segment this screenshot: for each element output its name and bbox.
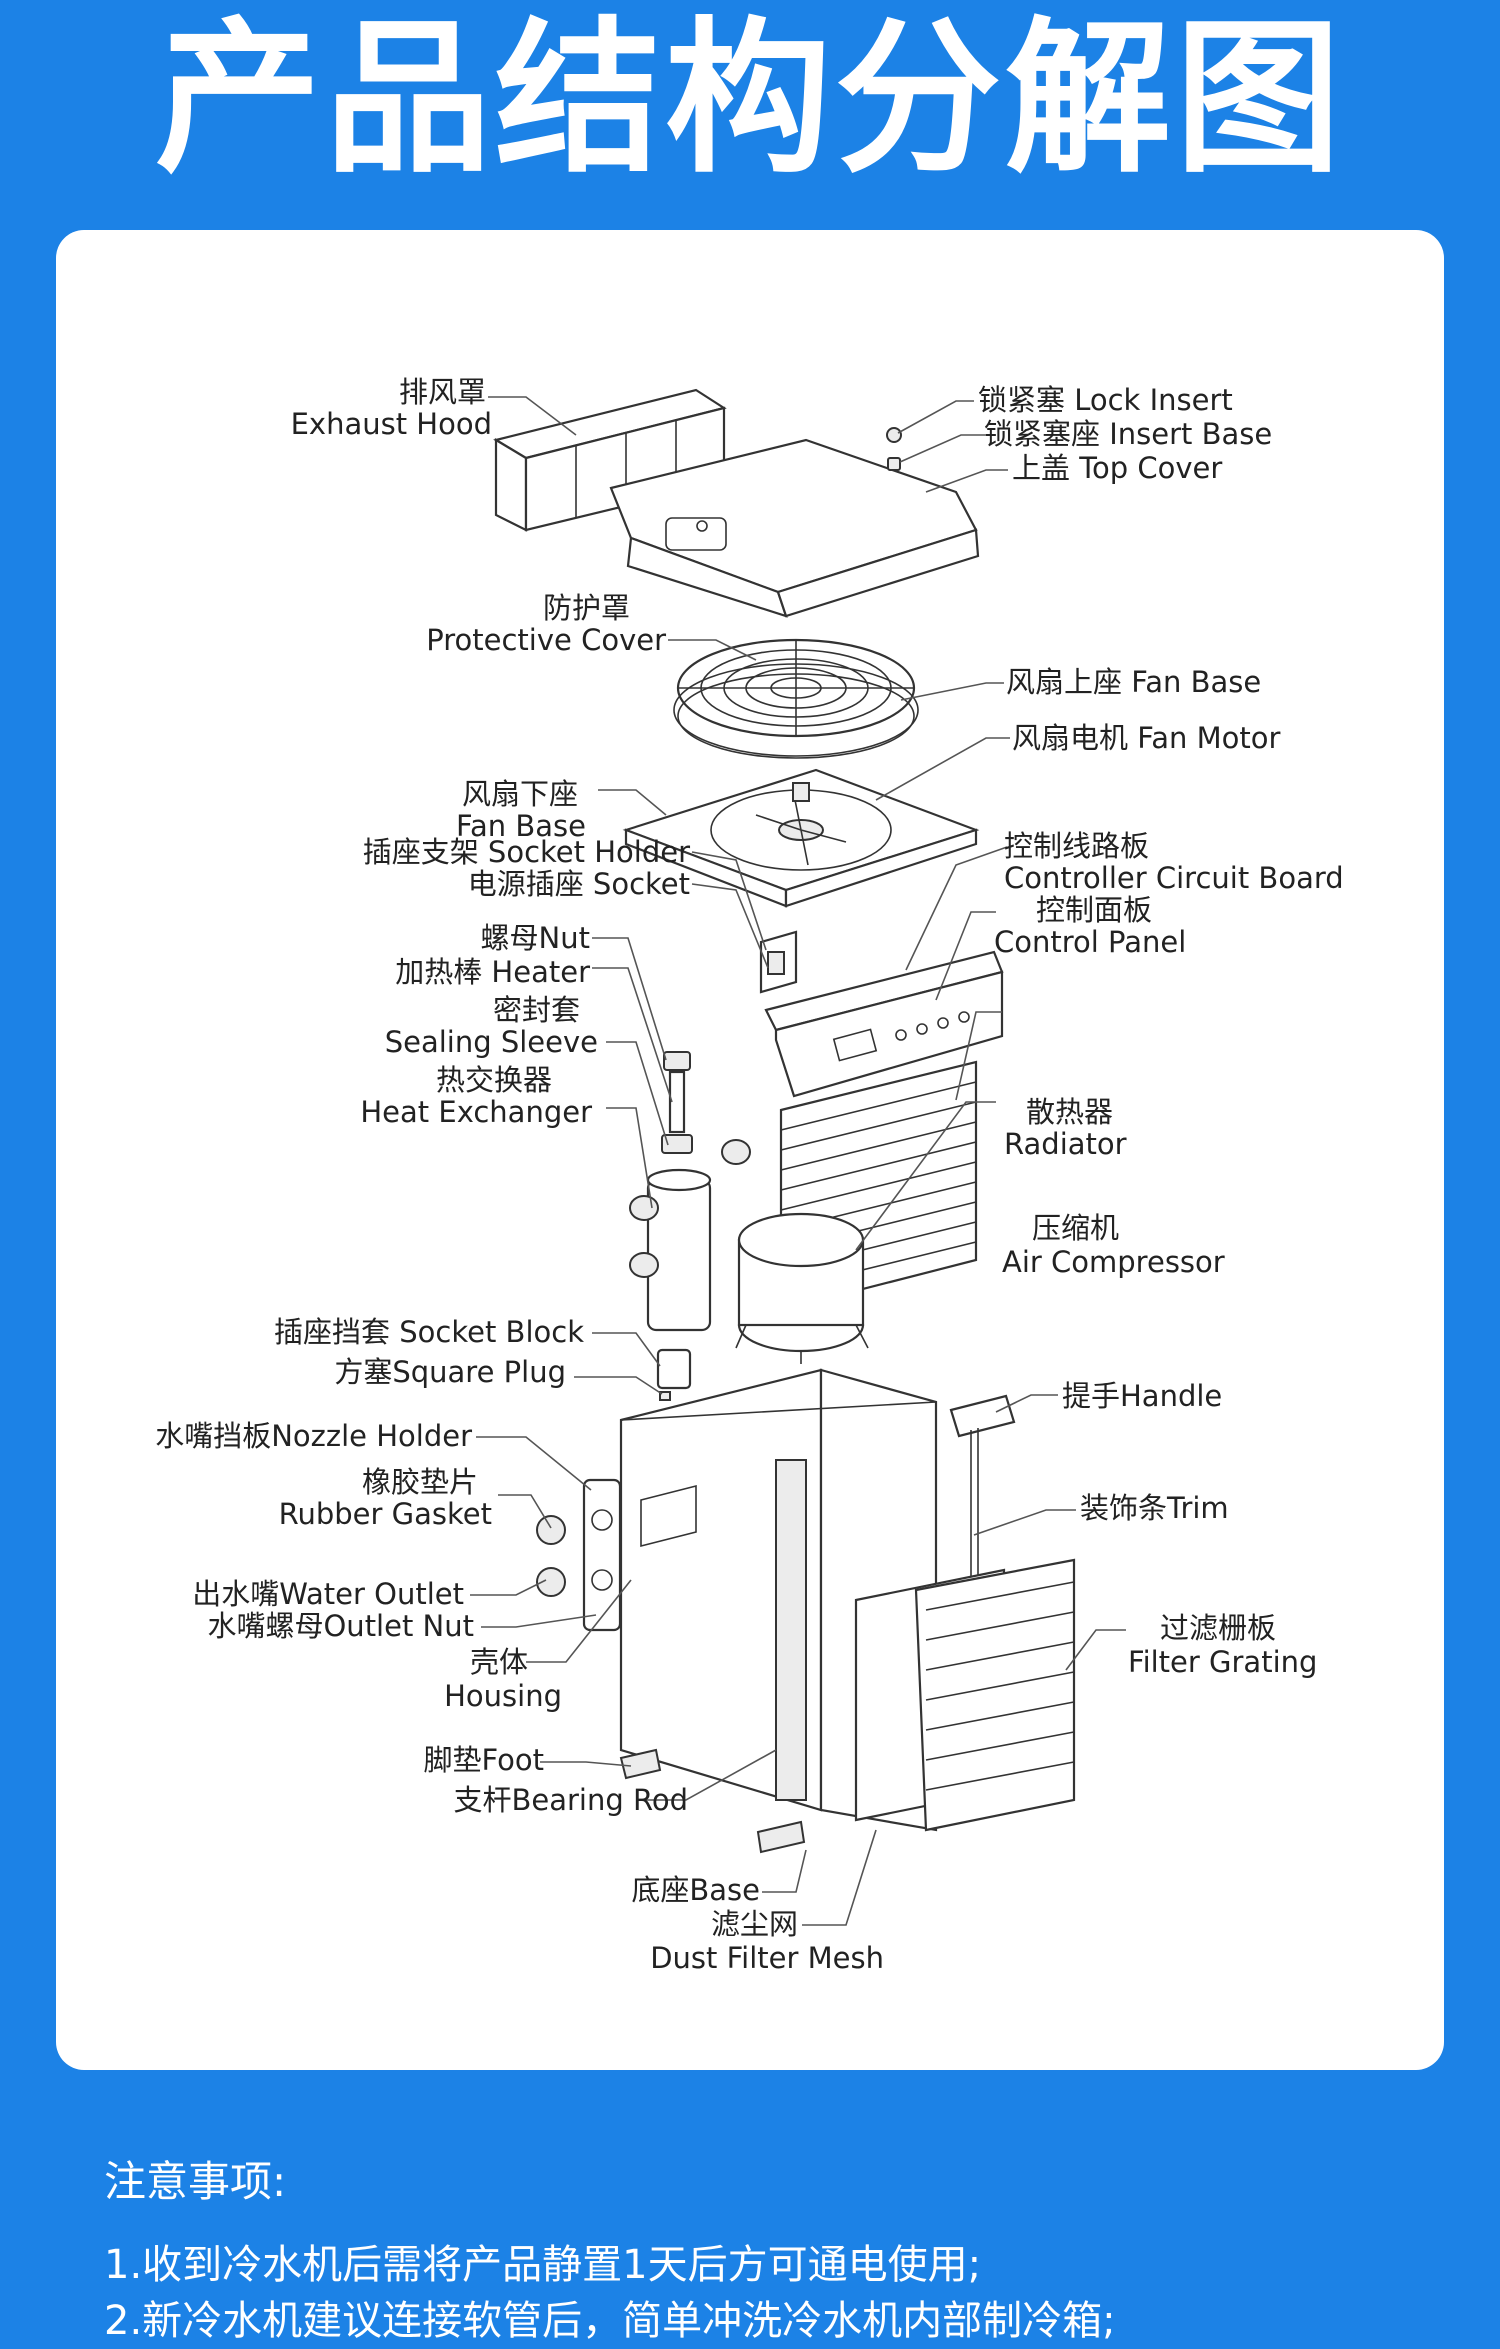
label-socket-block: 插座挡套 Socket Block <box>274 1315 584 1349</box>
notes-section: 注意事项: 1.收到冷水机后需将产品静置1天后方可通电使用; 2.新冷水机建议连… <box>104 2148 1444 2349</box>
nozzle-part <box>536 1478 622 1632</box>
label-handle: 提手Handle <box>1062 1379 1222 1413</box>
label-top-cover: 上盖 Top Cover <box>1012 451 1222 485</box>
label-rubber-gasket-cn: 橡胶垫片 <box>362 1465 478 1499</box>
label-sealing-sleeve-cn: 密封套 <box>493 993 580 1027</box>
notes-title: 注意事项: <box>104 2157 287 2206</box>
label-dust-mesh-cn: 滤尘网 <box>711 1907 798 1941</box>
exploded-diagram: 排风罩 Exhaust Hood 锁紧塞 Lock Insert 锁紧塞座 In… <box>155 375 1343 1975</box>
page-title: 产品结构分解图 <box>155 3 1345 196</box>
label-nozzle-holder: 水嘴挡板Nozzle Holder <box>155 1419 472 1453</box>
label-protective-cover-en: Protective Cover <box>426 623 666 657</box>
control-panel-part <box>764 950 1004 1098</box>
label-square-plug: 方塞Square Plug <box>334 1355 566 1389</box>
note-item: 1.收到冷水机后需将产品静置1天后方可通电使用; <box>104 2242 982 2288</box>
label-foot: 脚垫Foot <box>423 1743 544 1777</box>
label-compressor-en: Air Compressor <box>1002 1245 1225 1279</box>
label-insert-base: 锁紧塞座 Insert Base <box>984 417 1272 451</box>
label-fan-base-upper: 风扇上座 Fan Base <box>1006 665 1261 699</box>
label-controller-board-en: Controller Circuit Board <box>1004 861 1344 895</box>
label-base: 底座Base <box>631 1873 760 1907</box>
label-heat-exchanger-cn: 热交换器 <box>436 1063 552 1097</box>
label-filter-grating-en: Filter Grating <box>1128 1645 1317 1679</box>
housing-part <box>619 1368 938 1832</box>
label-lock-insert: 锁紧塞 Lock Insert <box>978 383 1233 417</box>
label-control-panel-en: Control Panel <box>994 925 1186 959</box>
diagram-card: 排风罩 Exhaust Hood 锁紧塞 Lock Insert 锁紧塞座 In… <box>56 230 1444 2070</box>
label-compressor-cn: 压缩机 <box>1032 1211 1119 1245</box>
label-controller-board-cn: 控制线路板 <box>1004 829 1149 863</box>
label-nut: 螺母Nut <box>481 921 590 955</box>
socket-block-part <box>656 1348 692 1401</box>
label-trim: 装饰条Trim <box>1080 1491 1229 1525</box>
label-socket-holder: 插座支架 Socket Holder <box>363 835 690 869</box>
label-exhaust-hood-en: Exhaust Hood <box>291 407 492 441</box>
label-outlet-nut: 水嘴螺母Outlet Nut <box>207 1609 474 1643</box>
label-bearing-rod: 支杆Bearing Rod <box>454 1783 689 1817</box>
label-socket: 电源插座 Socket <box>468 867 690 901</box>
label-rubber-gasket-en: Rubber Gasket <box>279 1497 492 1531</box>
note-item: 2.新冷水机建议连接软管后，简单冲洗冷水机内部制冷箱; <box>104 2298 1116 2344</box>
heater-assembly-part <box>629 1051 751 1332</box>
label-fan-base-lower-cn: 风扇下座 <box>462 777 578 811</box>
label-heat-exchanger-en: Heat Exchanger <box>360 1095 592 1129</box>
label-protective-cover-cn: 防护罩 <box>543 591 630 625</box>
part-labels: 排风罩 Exhaust Hood 锁紧塞 Lock Insert 锁紧塞座 In… <box>155 375 1343 1975</box>
label-housing-cn: 壳体 <box>470 1645 528 1679</box>
protective-cover-part <box>676 638 916 738</box>
label-radiator-cn: 散热器 <box>1026 1095 1113 1129</box>
label-water-outlet: 出水嘴Water Outlet <box>192 1577 464 1611</box>
filter-grating-part <box>854 1558 1076 1832</box>
socket-part <box>759 930 798 994</box>
foot-part <box>619 1748 806 1854</box>
leader-lines <box>470 396 1126 1926</box>
label-exhaust-hood-cn: 排风罩 <box>399 375 486 409</box>
fan-base-upper-part <box>673 663 919 759</box>
top-cover-part <box>609 438 980 618</box>
label-dust-mesh-en: Dust Filter Mesh <box>650 1941 884 1975</box>
label-sealing-sleeve-en: Sealing Sleeve <box>385 1025 598 1059</box>
label-control-panel-cn: 控制面板 <box>1036 893 1152 927</box>
label-fan-base-lower-en: Fan Base <box>456 809 586 843</box>
label-radiator-en: Radiator <box>1004 1127 1127 1161</box>
label-heater: 加热棒 Heater <box>395 955 590 989</box>
compressor-part <box>735 1212 869 1364</box>
exhaust-hood-part <box>493 388 727 532</box>
label-housing-en: Housing <box>444 1679 562 1713</box>
label-filter-grating-cn: 过滤栅板 <box>1160 1611 1276 1645</box>
fan-base-lower-part <box>622 768 980 908</box>
lock-insert-part <box>886 427 902 471</box>
label-fan-motor: 风扇电机 Fan Motor <box>1012 721 1280 755</box>
